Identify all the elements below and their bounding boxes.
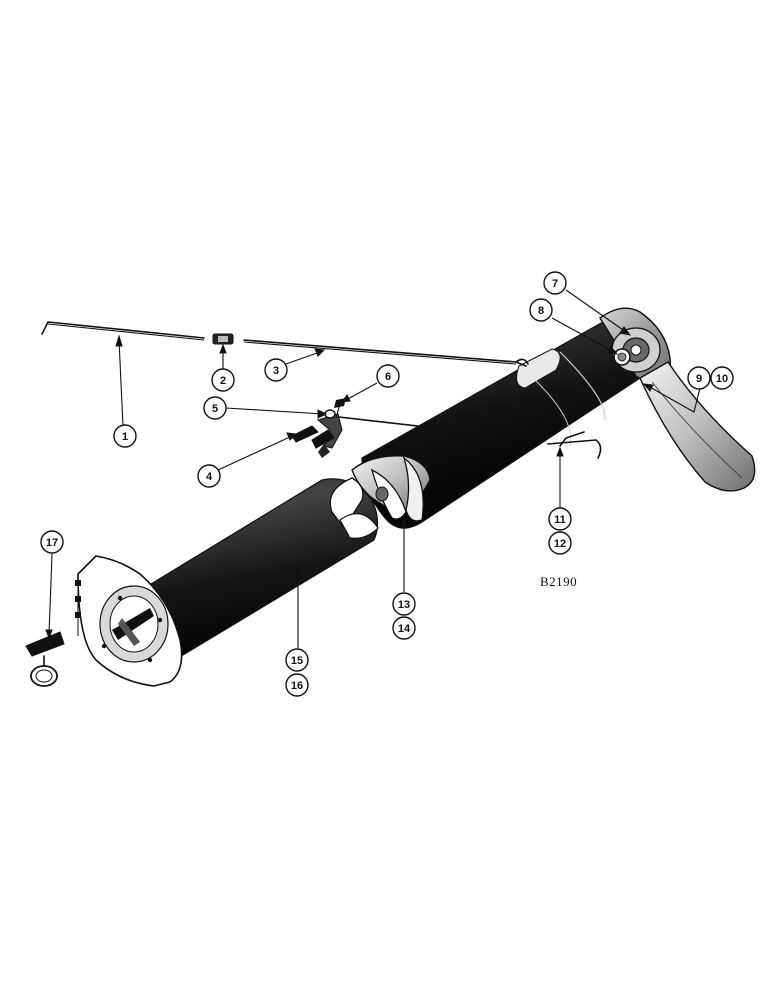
callout-7-label: 7 (552, 278, 558, 290)
leader-line-9-10 (642, 383, 701, 413)
callout-11-label: 11 (554, 514, 566, 526)
callout-6-label: 6 (385, 371, 391, 383)
callout-15[interactable]: 15 (285, 648, 309, 672)
callout-16[interactable]: 16 (285, 673, 309, 697)
callout-17-label: 17 (46, 537, 58, 549)
support-bracket (547, 431, 602, 459)
callout-4-label: 4 (206, 471, 213, 483)
callout-5[interactable]: 5 (203, 396, 227, 420)
control-rod-front (41, 321, 205, 341)
callout-10[interactable]: 10 (710, 366, 734, 390)
callout-13-label: 13 (398, 599, 410, 611)
leader-line-3 (285, 348, 326, 365)
callout-17[interactable]: 17 (40, 530, 64, 554)
callout-7[interactable]: 7 (543, 271, 567, 295)
leader-lines (45, 289, 701, 648)
leader-line-6 (340, 382, 378, 403)
callout-12-label: 12 (554, 538, 566, 550)
callout-1[interactable]: 1 (113, 424, 137, 448)
leader-line-13-14 (400, 516, 408, 592)
bearing-collar (613, 348, 631, 366)
leader-line-1 (115, 334, 124, 427)
leader-line-2 (219, 343, 227, 370)
callout-8-label: 8 (538, 305, 544, 317)
callout-14-label: 14 (398, 623, 411, 635)
callout-2[interactable]: 2 (211, 368, 235, 392)
leader-line-11-12 (556, 446, 564, 508)
callout-12[interactable]: 12 (548, 531, 572, 555)
leader-line-7 (565, 289, 632, 336)
rod-coupler (212, 333, 234, 345)
callout-5-label: 5 (212, 403, 218, 415)
callout-3[interactable]: 3 (264, 358, 288, 382)
control-rod-rear (243, 339, 529, 367)
callout-15-label: 15 (291, 655, 303, 667)
figure-code: B2190 (540, 574, 577, 589)
callout-1-label: 1 (122, 431, 128, 443)
boot-flange (75, 555, 183, 687)
callout-11[interactable]: 11 (548, 507, 572, 531)
callout-16-label: 16 (291, 680, 303, 692)
callout-10-label: 10 (716, 373, 728, 385)
leader-line-8 (551, 317, 619, 355)
control-lever (291, 413, 471, 458)
callout-2-label: 2 (220, 375, 226, 387)
callouts: 1 2 3 4 5 6 7 8 (40, 271, 734, 697)
callout-9-label: 9 (696, 373, 702, 385)
callout-14[interactable]: 14 (392, 616, 416, 640)
hose-clamp (25, 631, 65, 687)
auger-flighting (329, 455, 431, 539)
leader-line-17 (45, 553, 53, 640)
leader-line-15-16 (294, 566, 302, 648)
callout-6[interactable]: 6 (376, 364, 400, 388)
leader-line-4 (217, 432, 298, 471)
callout-4[interactable]: 4 (197, 464, 221, 488)
callout-8[interactable]: 8 (529, 298, 553, 322)
callout-3-label: 3 (273, 365, 279, 377)
callout-13[interactable]: 13 (392, 592, 416, 616)
callout-9[interactable]: 9 (687, 366, 711, 390)
leader-line-5 (225, 407, 328, 419)
